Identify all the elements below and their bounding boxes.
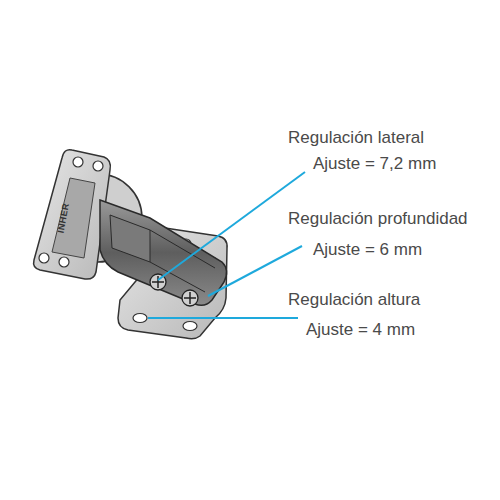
adjustment-screw: [182, 290, 198, 306]
cup-flange: [34, 150, 111, 279]
callout-value: Ajuste = 7,2 mm: [313, 154, 436, 174]
hinge-arm: [100, 200, 227, 305]
leader-line: [158, 172, 305, 280]
callout-title: Regulación profundidad: [288, 209, 468, 229]
callout-value: Ajuste = 6 mm: [313, 240, 422, 260]
callout-title: Regulación lateral: [288, 128, 424, 148]
leader-line: [148, 317, 298, 319]
leader-line: [208, 246, 302, 296]
callout-title: Regulación altura: [288, 290, 420, 310]
callout-value: Ajuste = 4 mm: [306, 320, 415, 340]
